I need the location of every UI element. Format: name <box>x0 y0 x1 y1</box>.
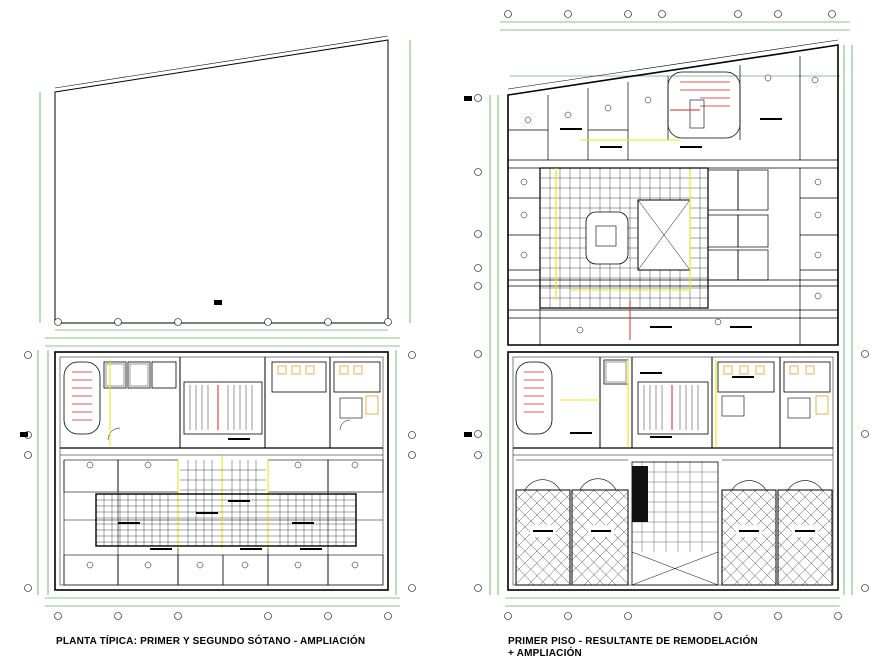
dark-column-block <box>632 466 648 522</box>
left-floor-plan <box>24 35 416 620</box>
right-floor-plan <box>20 10 869 620</box>
left-tiled-core <box>95 460 357 547</box>
right-plan-caption-line1: PRIMER PISO - RESULTANTE DE REMODELACIÓN <box>508 636 758 647</box>
right-expansion-outline <box>507 44 839 346</box>
left-grid-markers <box>24 318 416 620</box>
left-plan-caption: PLANTA TÍPICA: PRIMER Y SEGUNDO SÓTANO -… <box>56 636 366 647</box>
left-expansion-outline <box>54 39 389 324</box>
right-plan-caption-line2: + AMPLIACIÓN <box>508 648 582 659</box>
right-shop-hatching <box>515 489 833 586</box>
right-marker-icon <box>20 96 472 437</box>
right-first-floor-outline <box>507 351 839 591</box>
left-basement-outline <box>54 351 389 591</box>
right-grid-markers <box>474 10 869 620</box>
north-arrow-icon <box>214 300 222 305</box>
